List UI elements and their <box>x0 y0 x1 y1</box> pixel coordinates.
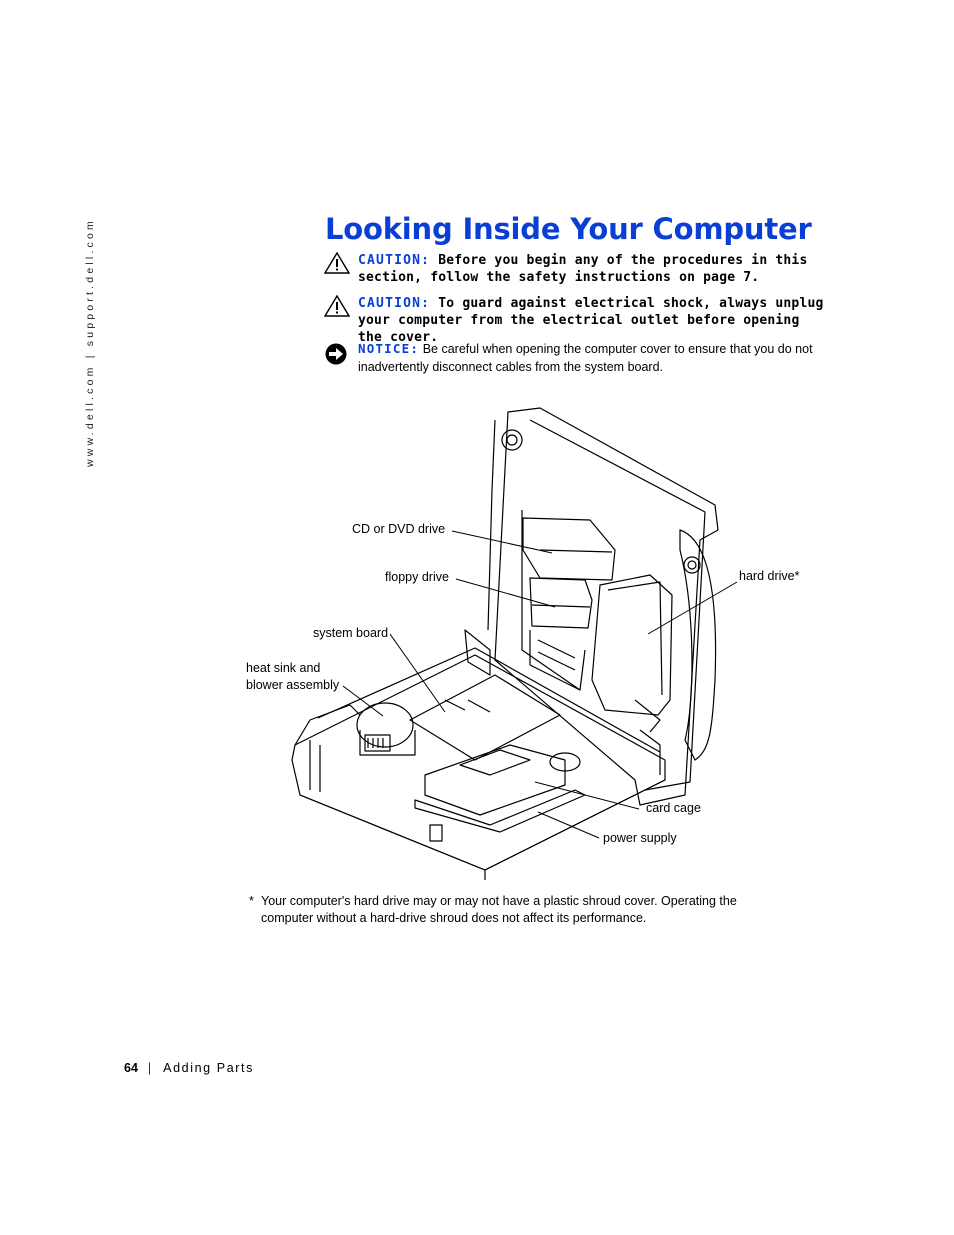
footnote-marker: * <box>249 894 254 908</box>
caution-label: CAUTION: <box>358 296 431 311</box>
leader-hard-drive <box>647 581 738 635</box>
cover-panel <box>494 407 719 806</box>
cd-dvd-drive <box>522 517 616 581</box>
leader-power-supply <box>537 811 600 839</box>
caution-body: To guard against electrical shock, alway… <box>358 296 824 345</box>
footer-separator: | <box>147 1061 152 1075</box>
leader-card-cage <box>534 781 640 810</box>
notice-text: NOTICE: Be careful when opening the comp… <box>358 340 828 376</box>
computer-interior-diagram <box>291 407 738 880</box>
callout-heat-sink-line2: blower assembly <box>246 678 340 692</box>
page-title: Looking Inside Your Computer <box>325 212 812 246</box>
caution-label: CAUTION: <box>358 253 431 268</box>
notice-label: NOTICE: <box>358 341 420 356</box>
power-supply <box>414 789 586 833</box>
callout-cd-dvd-drive: CD or DVD drive <box>352 522 446 536</box>
heat-sink-blower <box>356 702 414 748</box>
section-name: Adding Parts <box>163 1061 254 1075</box>
card-cage <box>424 744 566 816</box>
page-number: 64 <box>124 1061 138 1075</box>
caution-body: Before you begin any of the procedures i… <box>358 253 808 285</box>
leader-system-board <box>389 633 446 713</box>
floppy-drive <box>529 577 593 629</box>
leader-floppy <box>455 578 556 608</box>
page-footer: 64 | Adding Parts <box>124 1061 254 1075</box>
leader-heat-sink <box>342 685 384 717</box>
caution-text-2: CAUTION: To guard against electrical sho… <box>358 295 828 346</box>
callout-card-cage: card cage <box>646 801 701 815</box>
system-board <box>409 674 561 761</box>
callout-hard-drive: hard drive* <box>739 569 800 583</box>
notice-arrow-icon <box>325 343 347 365</box>
hard-drive-shroud <box>591 574 673 716</box>
footnote-text: Your computer's hard drive may or may no… <box>261 894 737 925</box>
sidebar-url: www.dell.com | support.dell.com <box>84 218 96 467</box>
warning-triangle-icon <box>324 252 350 274</box>
leader-cd-dvd <box>451 530 553 554</box>
callout-system-board: system board <box>313 626 389 640</box>
notice-body: Be careful when opening the computer cov… <box>358 342 813 374</box>
callout-floppy-drive: floppy drive <box>385 570 449 584</box>
cover-latch <box>679 529 717 761</box>
caution-text-1: CAUTION: Before you begin any of the pro… <box>358 252 828 286</box>
callout-power-supply: power supply <box>603 831 677 845</box>
warning-triangle-icon <box>324 295 350 317</box>
callout-heat-sink-line1: heat sink and <box>246 661 321 675</box>
